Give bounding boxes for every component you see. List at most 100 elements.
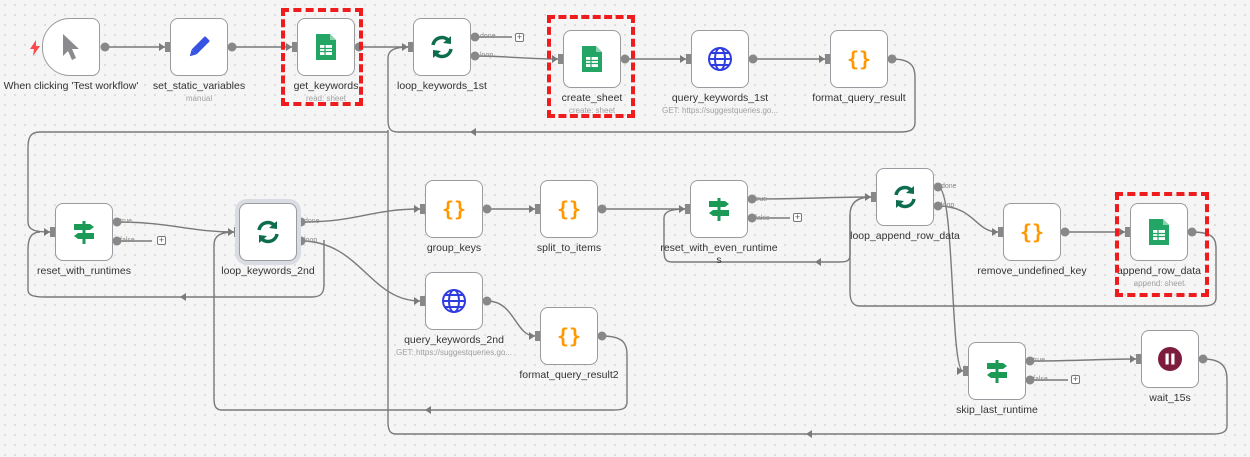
node-loop-keywords-1st[interactable] [413,18,471,76]
arrow-back-3 [180,293,186,301]
output-handle-12[interactable] [482,204,492,214]
output-handle-1[interactable] [227,42,237,52]
arrow-back-5 [806,430,812,438]
add-false-branch-button-2[interactable]: + [793,212,802,222]
port-loop-loop-append: loop [941,202,955,209]
node-format-query-result[interactable]: {} [830,30,888,88]
input-handle-15[interactable] [535,331,540,341]
output-handle-19[interactable] [1187,227,1197,237]
svg-text:{}: {} [847,47,871,71]
node-query-keywords-1st[interactable] [691,30,749,88]
node-append-row-data[interactable] [1130,203,1188,261]
output-handle-16[interactable] [933,182,943,192]
arrow-11 [529,205,535,213]
output-handle-23[interactable] [1025,375,1035,385]
output-handle-17[interactable] [933,201,943,211]
curly-braces-icon: {} [442,197,466,221]
node-skip-last-runtime[interactable] [968,342,1026,400]
label-set-static: set_static_variables [152,80,246,92]
signpost-icon [74,221,94,244]
port-loop-loop-1st: loop [480,52,494,59]
output-handle-2[interactable] [354,42,364,52]
add-false-branch-button-3[interactable]: + [1071,374,1080,384]
curly-braces-icon: {} [1020,220,1044,244]
node-group-keys[interactable]: {} [425,180,483,238]
arrow-6 [819,55,825,63]
wire-skip-true [1029,358,1137,362]
output-handle-14[interactable] [747,194,757,204]
port-false-skip-last: false [1033,376,1048,383]
input-handle-3[interactable] [558,54,563,64]
input-handle-6[interactable] [50,227,55,237]
output-handle-4[interactable] [470,51,480,61]
wire-reseteven-true [751,196,872,200]
output-handle-22[interactable] [1025,356,1035,366]
input-handle-5[interactable] [825,54,830,64]
input-handle-13[interactable] [1125,227,1130,237]
output-handle-13[interactable] [597,204,607,214]
output-handle-8[interactable] [112,217,122,227]
output-handle-20[interactable] [482,296,492,306]
wire-reset-true [116,221,235,233]
add-false-branch-button[interactable]: + [157,235,166,245]
wire-format-back-loop1 [387,46,916,133]
svg-text:{}: {} [442,197,466,221]
node-reset-with-runtimes[interactable] [55,203,113,261]
sub-append-row: append: sheet [1133,279,1185,288]
node-set-static-variables[interactable] [170,18,228,76]
node-loop-append-row-data[interactable] [876,168,934,226]
output-handle-18[interactable] [1060,227,1070,237]
label-append-row: append_row_data [1116,265,1202,277]
add-done-branch-button[interactable]: + [515,32,524,42]
label-loop-append: loop_append_row_data [850,230,960,242]
output-handle-3[interactable] [470,32,480,42]
output-handle-6[interactable] [748,54,758,64]
label-query-2nd: query_keywords_2nd [404,334,504,346]
input-handle-17[interactable] [1136,354,1141,364]
wire-append-back [849,215,1217,307]
node-create-sheet[interactable] [563,30,621,88]
input-handle-16[interactable] [963,366,968,376]
input-handle-11[interactable] [871,192,876,202]
input-handle-9[interactable] [535,204,540,214]
arrow-15 [992,228,998,236]
node-remove-undefined-key[interactable]: {} [1003,203,1061,261]
input-handle-1[interactable] [292,42,297,52]
port-done-loop-2nd: done [304,218,320,225]
output-handle-21[interactable] [597,331,607,341]
arrow-4 [552,55,558,63]
arrow-back-4 [815,258,821,266]
output-handle-15[interactable] [747,213,757,223]
label-get-keywords: get_keywords [293,80,359,92]
input-handle-12[interactable] [998,227,1003,237]
output-handle-11[interactable] [296,236,306,246]
input-handle-4[interactable] [686,54,691,64]
input-handle-0[interactable] [165,42,170,52]
node-format-query-result2[interactable]: {} [540,307,598,365]
node-reset-with-even-runtimes[interactable] [690,180,748,238]
input-handle-7[interactable] [234,227,239,237]
wire-loop1-done-reset [27,131,388,233]
output-handle-24[interactable] [1198,354,1208,364]
node-query-keywords-2nd[interactable] [425,272,483,330]
input-handle-8[interactable] [420,204,425,214]
pencil-icon [189,36,210,57]
output-handle-7[interactable] [887,54,897,64]
label-reset-runtimes: reset_with_runtimes [37,265,131,277]
node-split-to-items[interactable]: {} [540,180,598,238]
curly-braces-icon: {} [847,47,871,71]
node-loop-keywords-2nd[interactable] [239,203,297,261]
output-handle-5[interactable] [620,54,630,64]
input-handle-2[interactable] [408,42,413,52]
output-handle-10[interactable] [296,217,306,227]
output-handle-9[interactable] [112,236,122,246]
label-create-sheet: create_sheet [561,92,623,104]
input-handle-14[interactable] [420,296,425,306]
node-wait-15s[interactable] [1141,330,1199,388]
node-when-clicking-test-workflow[interactable] [42,18,100,76]
output-handle-0[interactable] [100,42,110,52]
node-get-keywords[interactable] [297,18,355,76]
input-handle-10[interactable] [685,204,690,214]
